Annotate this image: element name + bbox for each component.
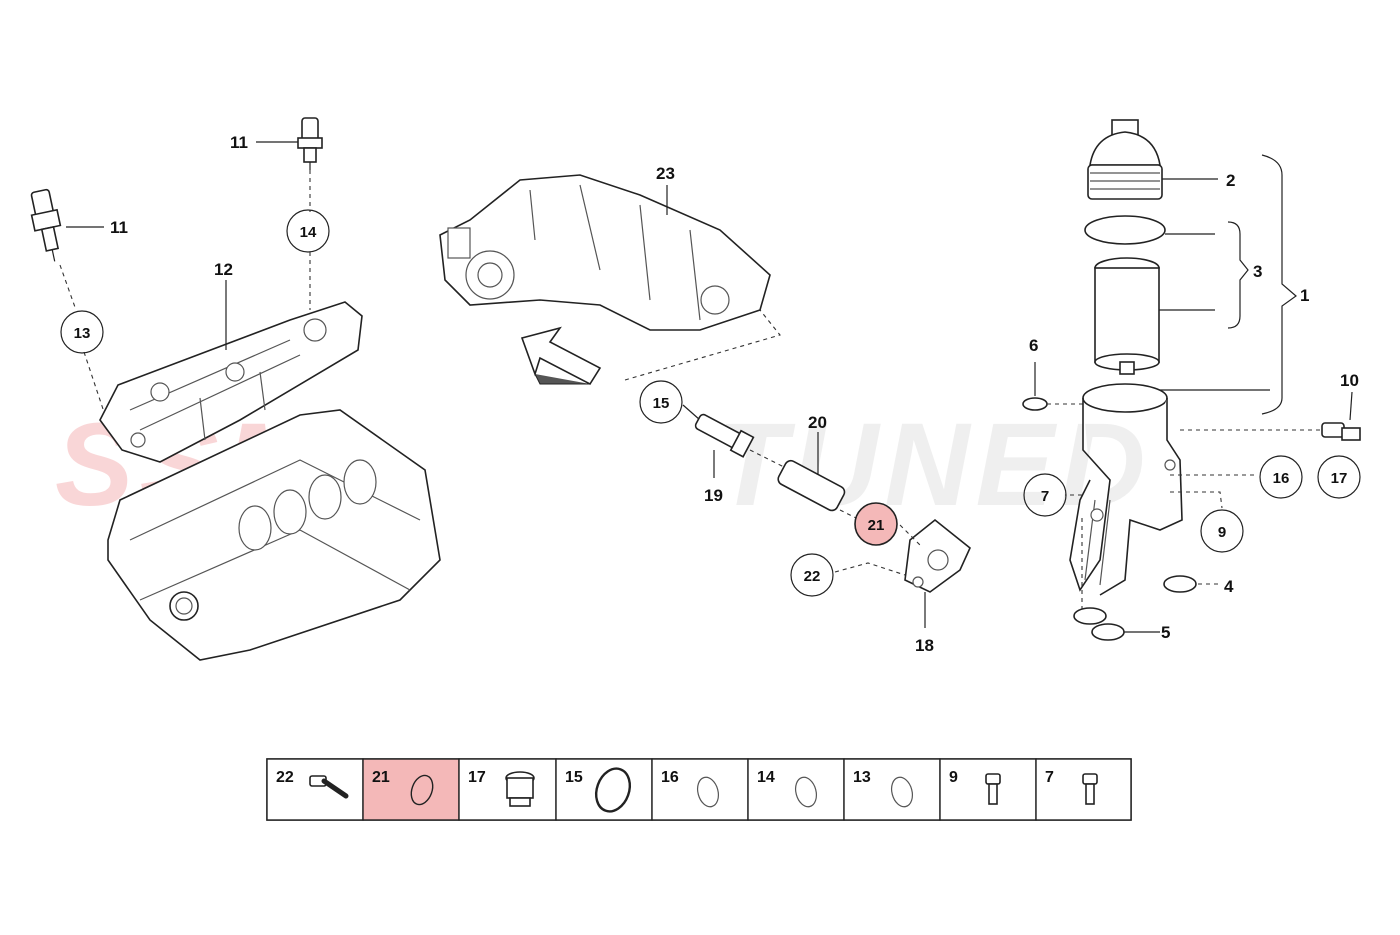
o-ring-icon [410, 774, 434, 806]
callout-22[interactable]: 22 [790, 553, 834, 597]
pipe-connector[interactable] [693, 411, 755, 458]
o-ring-icon[interactable] [1091, 623, 1125, 641]
callout-20: 20 [808, 413, 827, 432]
callout-1: 1 [1300, 286, 1309, 305]
svg-text:23: 23 [656, 164, 675, 183]
callout-14[interactable]: 14 [286, 209, 330, 253]
callout-11-top: 11 [230, 133, 248, 152]
bolt-icon [309, 775, 349, 799]
callout-19: 19 [704, 486, 723, 505]
svg-text:2: 2 [1226, 171, 1235, 190]
callout-7[interactable]: 7 [1023, 473, 1067, 517]
svg-text:14: 14 [300, 224, 317, 241]
oil-pump-housing[interactable] [439, 174, 771, 331]
callout-4: 4 [1224, 577, 1234, 596]
oil-pickup-bracket[interactable] [904, 518, 971, 593]
legend-cell-22[interactable]: 22 [266, 758, 364, 821]
callout-21[interactable]: 21 [854, 502, 898, 546]
svg-text:14: 14 [757, 769, 775, 786]
svg-text:15: 15 [565, 769, 583, 786]
callout-11-left: 11 [110, 218, 128, 237]
callout-13[interactable]: 13 [60, 310, 104, 354]
svg-text:3: 3 [1253, 262, 1262, 281]
callout-6: 6 [1029, 336, 1038, 355]
svg-text:9: 9 [949, 769, 958, 786]
legend-cell-9[interactable]: 9 [939, 758, 1037, 821]
callout-18: 18 [915, 636, 934, 655]
sensor-icon[interactable] [27, 188, 67, 264]
svg-text:7: 7 [1041, 488, 1049, 505]
o-ring-icon[interactable] [1084, 215, 1166, 245]
legend-cell-17[interactable]: 17 [458, 758, 557, 821]
svg-text:16: 16 [1273, 470, 1290, 487]
filter-element[interactable] [1094, 257, 1160, 375]
sensor-icon[interactable] [297, 117, 323, 170]
svg-text:16: 16 [661, 769, 679, 786]
callout-23: 23 [656, 164, 675, 183]
sensor-icon[interactable] [1321, 422, 1361, 441]
o-ring-icon [594, 767, 632, 813]
svg-text:17: 17 [1331, 470, 1348, 487]
callout-9[interactable]: 9 [1200, 509, 1244, 553]
screw-icon [1082, 773, 1098, 805]
callout-2: 2 [1226, 171, 1235, 190]
svg-text:5: 5 [1161, 623, 1170, 642]
legend-cell-13[interactable]: 13 [843, 758, 941, 821]
valve-cover[interactable] [99, 301, 363, 463]
svg-text:18: 18 [915, 636, 934, 655]
svg-text:11: 11 [110, 218, 128, 237]
callout-5: 5 [1161, 623, 1170, 642]
legend-cell-15[interactable]: 15 [555, 758, 653, 821]
svg-text:21: 21 [372, 769, 390, 786]
svg-text:11: 11 [230, 133, 248, 152]
legend-cell-7[interactable]: 7 [1035, 758, 1132, 821]
svg-text:13: 13 [853, 769, 871, 786]
svg-text:20: 20 [808, 413, 827, 432]
o-ring-icon[interactable] [1073, 607, 1107, 625]
svg-text:12: 12 [214, 260, 233, 279]
legend-cell-21[interactable]: 21 [362, 758, 460, 821]
svg-text:21: 21 [868, 517, 885, 534]
svg-text:19: 19 [704, 486, 723, 505]
o-ring-icon [794, 776, 818, 808]
screw-icon [985, 773, 1001, 805]
svg-text:1: 1 [1300, 286, 1309, 305]
o-ring-icon [890, 776, 914, 808]
svg-text:13: 13 [74, 325, 91, 342]
plug-icon [505, 771, 535, 807]
svg-text:6: 6 [1029, 336, 1038, 355]
svg-text:15: 15 [653, 395, 670, 412]
callout-3: 3 [1253, 262, 1262, 281]
o-ring-icon[interactable] [1163, 575, 1197, 593]
callout-17[interactable]: 17 [1317, 455, 1361, 499]
callout-15[interactable]: 15 [639, 380, 683, 424]
direction-arrow-icon [520, 326, 602, 386]
filter-cap[interactable] [1087, 119, 1163, 200]
oil-filter-housing[interactable] [1069, 383, 1183, 596]
legend-cell-14[interactable]: 14 [747, 758, 845, 821]
svg-text:22: 22 [804, 568, 821, 585]
callout-10: 10 [1340, 371, 1359, 390]
svg-text:9: 9 [1218, 524, 1226, 541]
svg-text:4: 4 [1224, 577, 1234, 596]
callout-12: 12 [214, 260, 233, 279]
svg-text:7: 7 [1045, 769, 1054, 786]
o-ring-icon[interactable] [1022, 397, 1048, 411]
engine-block[interactable] [107, 409, 441, 661]
svg-text:17: 17 [468, 769, 486, 786]
o-ring-icon [696, 776, 720, 808]
legend-cell-16[interactable]: 16 [651, 758, 749, 821]
svg-text:22: 22 [276, 769, 294, 786]
parts-legend: 22 21 17 15 16 [266, 758, 1132, 821]
svg-text:10: 10 [1340, 371, 1359, 390]
callout-16[interactable]: 16 [1259, 455, 1303, 499]
